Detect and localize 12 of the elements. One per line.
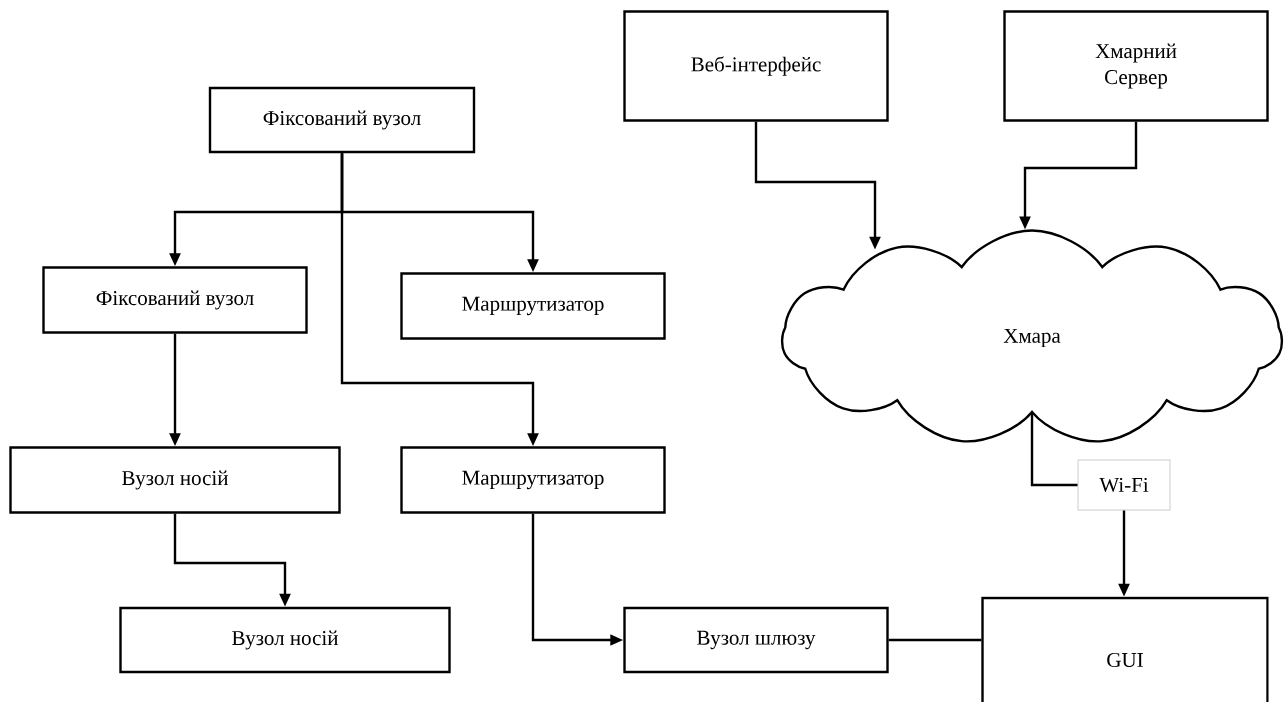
process-box: Веб-інтерфейс — [623, 10, 889, 122]
process-box: Вузол носій — [119, 606, 451, 674]
process-box: Маршрутизатор — [400, 272, 666, 340]
process-box: Хмарний Сервер — [1003, 10, 1269, 122]
process-box: Вузол шлюзу — [623, 606, 889, 674]
process-box: Маршрутизатор — [400, 446, 666, 514]
process-box: GUI — [981, 596, 1269, 702]
connector-line — [888, 638, 982, 642]
process-box: Фіксований вузол — [42, 266, 308, 334]
process-box: Фіксований вузол — [208, 86, 476, 154]
label-box: Wi-Fi — [1077, 459, 1171, 511]
process-box: Вузол носій — [9, 446, 341, 514]
